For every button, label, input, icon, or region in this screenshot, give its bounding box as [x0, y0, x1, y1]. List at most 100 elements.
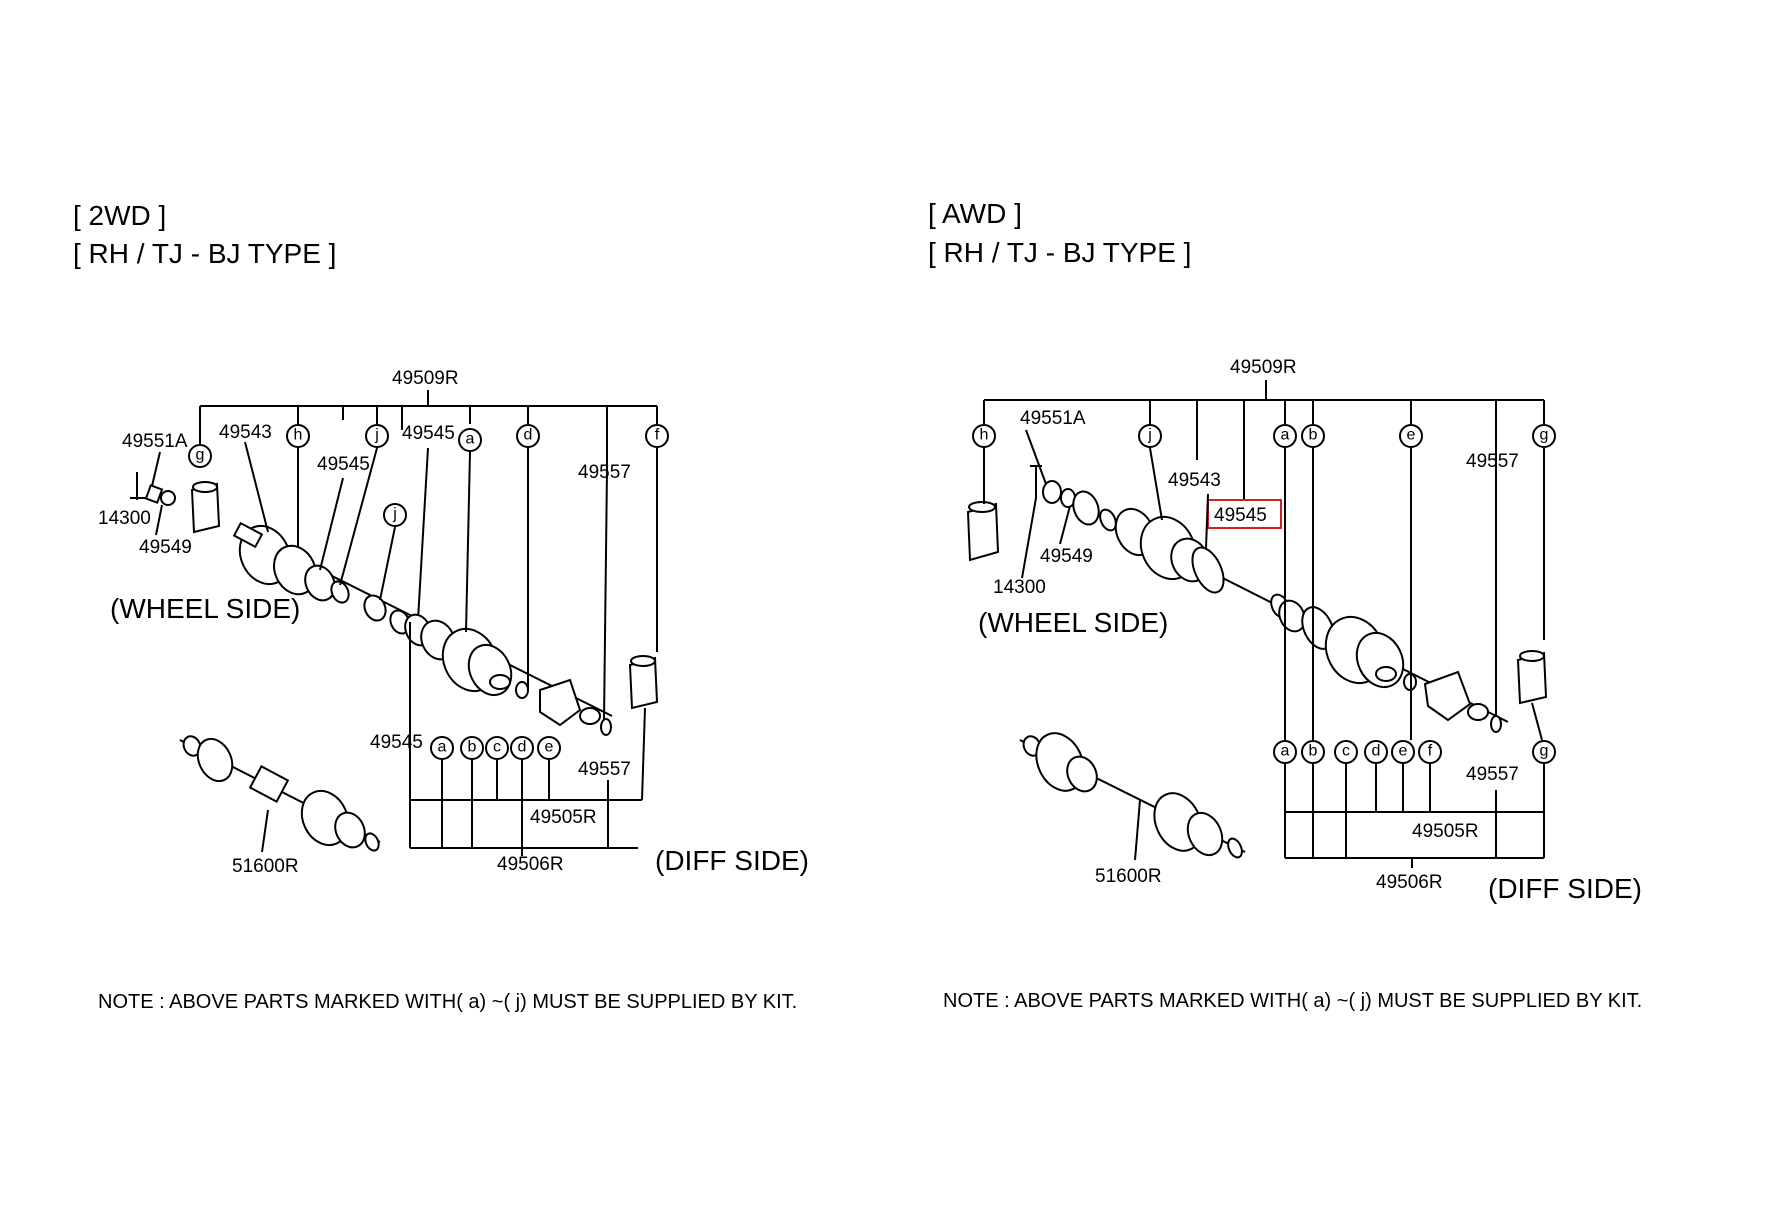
right-label-49506R: 49506R — [1376, 872, 1443, 893]
svg-text:c: c — [1342, 743, 1350, 760]
right-diagram-awd: [ AWD ] [ RH / TJ - BJ TYPE ] 49509R h j… — [928, 198, 1642, 1012]
left-marker-d-top: d — [516, 424, 540, 448]
left-label-49509R: 49509R — [392, 368, 459, 389]
right-label-49545-highlight: 49545 — [1214, 505, 1267, 526]
right-label-49505R: 49505R — [1412, 821, 1479, 842]
right-label-49543: 49543 — [1168, 470, 1221, 491]
svg-text:a: a — [1281, 427, 1290, 444]
left-diagram-2wd: [ 2WD ] [ RH / TJ - BJ TYPE ] 49509R g h… — [73, 200, 809, 1013]
svg-text:b: b — [468, 739, 477, 756]
right-wheel-side-label: (WHEEL SIDE) — [978, 607, 1168, 638]
left-label-51600R: 51600R — [232, 856, 299, 877]
left-wheel-side-label: (WHEEL SIDE) — [110, 593, 300, 624]
right-label-49557-top: 49557 — [1466, 451, 1519, 472]
svg-text:g: g — [1540, 427, 1549, 444]
left-label-49545-b: 49545 — [317, 454, 370, 475]
left-marker-a-top: a — [458, 428, 482, 452]
svg-text:d: d — [518, 739, 527, 756]
right-marker-e-top: e — [1399, 424, 1423, 448]
svg-text:d: d — [1372, 743, 1381, 760]
right-marker-f-bottom: f — [1418, 740, 1442, 764]
svg-text:j: j — [392, 506, 397, 523]
left-label-14300: 14300 — [98, 508, 151, 529]
left-label-49543: 49543 — [219, 422, 272, 443]
svg-text:f: f — [1428, 743, 1433, 760]
left-label-49506R: 49506R — [497, 854, 564, 875]
right-grease-pack-top — [966, 501, 1000, 562]
left-diff-cv-joint — [404, 613, 612, 736]
right-kit-note: NOTE : ABOVE PARTS MARKED WITH( a) ~( j)… — [943, 990, 1642, 1012]
right-bracket-bottom — [1284, 764, 1545, 868]
left-label-49549: 49549 — [139, 537, 192, 558]
right-label-49509R: 49509R — [1230, 357, 1297, 378]
svg-text:a: a — [1281, 743, 1290, 760]
right-marker-c-bottom: c — [1334, 740, 1358, 764]
svg-text:g: g — [196, 447, 205, 464]
left-label-49545-a: 49545 — [402, 423, 455, 444]
right-marker-a-bottom: a — [1273, 740, 1297, 764]
right-label-49549: 49549 — [1040, 546, 1093, 567]
svg-text:d: d — [524, 427, 533, 444]
right-marker-d-bottom: d — [1364, 740, 1388, 764]
svg-text:b: b — [1309, 427, 1318, 444]
left-header-drive: [ 2WD ] — [73, 200, 166, 231]
left-marker-f-top: f — [645, 424, 669, 448]
right-marker-g-bottom: g — [1532, 740, 1556, 764]
left-marker-g-top: g — [188, 444, 212, 468]
right-marker-g-top: g — [1532, 424, 1556, 448]
left-label-49557-top: 49557 — [578, 462, 631, 483]
left-marker-b-bottom: b — [460, 736, 484, 760]
svg-text:a: a — [466, 431, 475, 448]
left-header-type: [ RH / TJ - BJ TYPE ] — [73, 238, 336, 269]
right-header-drive: [ AWD ] — [928, 198, 1022, 229]
left-grease-pack-top — [190, 481, 221, 534]
left-marker-a-bottom: a — [430, 736, 454, 760]
svg-text:j: j — [1147, 427, 1152, 444]
svg-text:e: e — [1407, 427, 1416, 444]
left-bracket-bottom — [409, 622, 642, 856]
left-label-49551A: 49551A — [122, 431, 188, 452]
left-marker-j-top: j — [365, 424, 389, 448]
right-marker-b-bottom: b — [1301, 740, 1325, 764]
left-wheel-cv-joint — [232, 521, 411, 635]
svg-text:c: c — [493, 739, 501, 756]
left-bolt-nut-assembly — [130, 451, 176, 536]
svg-text:f: f — [655, 427, 660, 444]
svg-text:e: e — [1399, 743, 1408, 760]
left-label-49505R: 49505R — [530, 807, 597, 828]
right-grease-pack-bottom — [1516, 650, 1548, 705]
right-bolt-nut-assembly — [1021, 429, 1100, 579]
right-complete-driveshaft — [1019, 732, 1246, 859]
right-label-51600R: 51600R — [1095, 866, 1162, 887]
left-diff-side-label: (DIFF SIDE) — [655, 845, 809, 876]
right-diff-cv-joint — [1278, 599, 1502, 733]
right-label-14300: 14300 — [993, 577, 1046, 598]
right-diff-side-label: (DIFF SIDE) — [1488, 873, 1642, 904]
right-marker-a-top: a — [1273, 424, 1297, 448]
right-marker-b-top: b — [1301, 424, 1325, 448]
svg-text:j: j — [374, 427, 379, 444]
svg-text:h: h — [294, 427, 303, 444]
svg-text:e: e — [545, 739, 554, 756]
left-marker-c-bottom: c — [485, 736, 509, 760]
right-marker-e-bottom: e — [1391, 740, 1415, 764]
svg-text:h: h — [980, 427, 989, 444]
left-marker-j-mid: j — [383, 503, 407, 527]
left-kit-note: NOTE : ABOVE PARTS MARKED WITH( a) ~( j)… — [98, 991, 797, 1013]
left-complete-driveshaft — [179, 735, 381, 852]
left-marker-d-bottom: d — [510, 736, 534, 760]
right-wheel-cv-joint — [1099, 507, 1290, 619]
svg-text:g: g — [1540, 743, 1549, 760]
left-marker-h-top: h — [286, 424, 310, 448]
right-label-49557-bottom: 49557 — [1466, 764, 1519, 785]
svg-text:a: a — [438, 739, 447, 756]
left-marker-e-bottom: e — [537, 736, 561, 760]
svg-text:b: b — [1309, 743, 1318, 760]
right-header-type: [ RH / TJ - BJ TYPE ] — [928, 237, 1191, 268]
right-marker-h-top: h — [972, 424, 996, 448]
right-label-49551A: 49551A — [1020, 408, 1086, 429]
left-grease-pack-bottom — [628, 655, 659, 710]
left-label-49557-bottom: 49557 — [578, 759, 631, 780]
